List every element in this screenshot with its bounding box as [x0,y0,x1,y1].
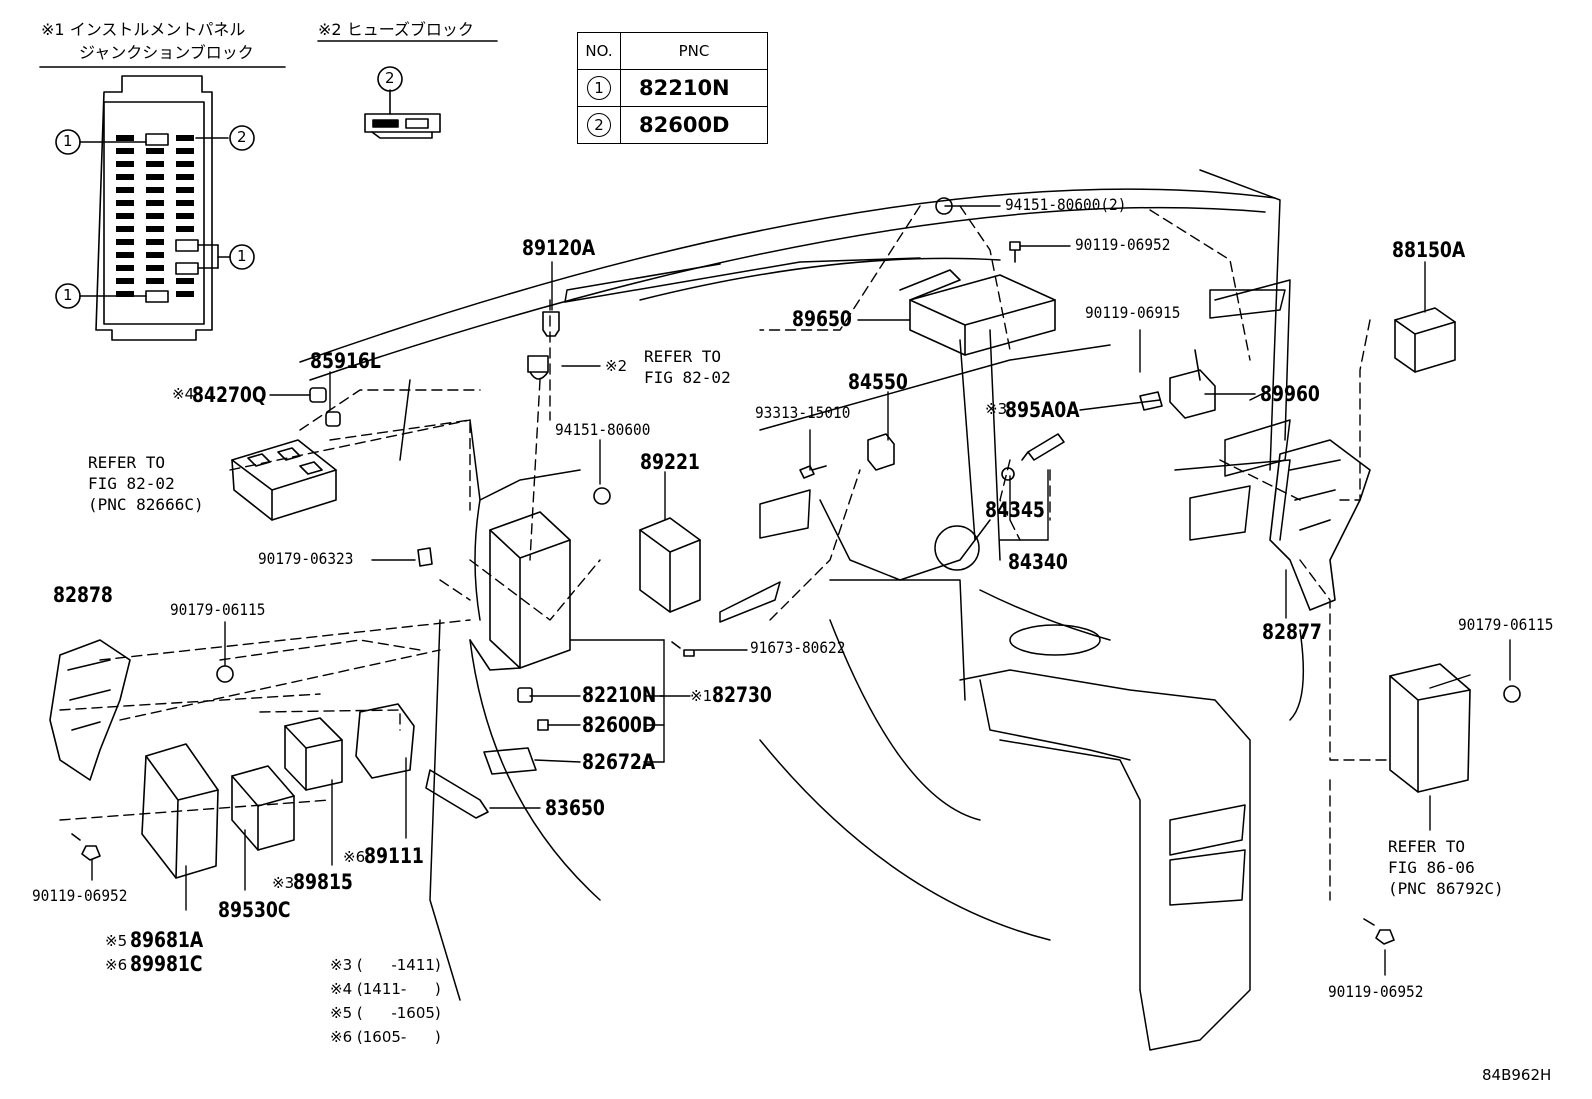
note-4: ※4 (1411- ) [330,980,441,998]
part-label-90119-06952-right: 90119-06952 [1328,982,1424,1001]
part-label-89815: 89815 [293,870,353,894]
note-6: ※6 (1605- ) [330,1028,441,1046]
dashboard-outline [299,169,1305,1051]
relay-block-icon [231,439,337,521]
fuse-block-title: ※2 ヒューズブロック [318,22,474,38]
part-label-85916L: 85916L [310,349,381,373]
part-label-84340: 84340 [1008,550,1068,574]
part-label-82878: 82878 [53,583,113,607]
part-label-82600D: 82600D [582,713,657,737]
part-label-88150A: 88150A [1392,238,1466,262]
mark-1: ※1 [41,20,65,39]
callout-number: 2 [385,69,395,87]
part-label-895A0A: 895A0A [1005,398,1080,422]
part-label-82730: 82730 [712,683,772,707]
part-label-90179-06323: 90179-06323 [258,549,354,568]
note-5: ※5 ( -1605) [330,1004,441,1022]
mark-1-ref: ※1 [690,687,713,705]
pnc-table-header-row: NO. PNC [577,32,768,70]
mark-4: ※4 [172,385,195,403]
mark-3b: ※3 [272,874,295,892]
part-label-84270Q: 84270Q [192,383,267,407]
table-row: 2 82600D [577,106,768,144]
part-label-94151-80600-2: 94151-80600(2) [1005,195,1127,214]
mark-2-ref: ※2 [605,357,628,375]
part-label-89120A: 89120A [522,236,596,260]
mark-3a: ※3 [985,400,1008,418]
part-label-89681A: 89681A [130,928,204,952]
part-label-84345: 84345 [985,498,1045,522]
part-label-82672A: 82672A [582,750,656,774]
bracket-82878-icon [49,639,131,781]
part-label-82210N: 82210N [582,683,657,707]
part-label-89650: 89650 [792,307,852,331]
fuse-block-title-text: ヒューズブロック [346,20,474,39]
figure-id: 84B962H [1482,1066,1552,1084]
pnc-table-header-no: NO. [577,32,621,70]
junction-block-fuses [116,135,194,297]
pnc-table: NO. PNC 1 82210N 2 82600D [577,32,768,144]
junction-block-title-line1: インストルメントパネル [69,20,246,39]
part-label-90119-06952-left: 90119-06952 [32,886,128,905]
fuse-block-shape [364,89,441,139]
component-shapes [49,197,1521,945]
reference-fig-86-06: REFER TO FIG 86-06 (PNC 86792C) [1388,837,1504,898]
bracket-82877-icon [1269,439,1371,611]
reference-fig-82-02: REFER TO FIG 82-02 [644,347,731,387]
note-3: ※3 ( -1411) [330,956,441,974]
module-86-06-icon [1389,663,1471,793]
callout-number: 1 [63,132,73,150]
pnc-table-header-pnc: PNC [620,32,768,70]
callout-circle [55,129,81,155]
part-label-89111: 89111 [364,844,424,868]
pnc-table-value: 82210N [620,69,768,107]
callout-circle [229,244,255,270]
callout-number: 2 [237,128,247,146]
junction-block-82730-icon [489,511,571,669]
module-89650-icon [909,274,1056,356]
part-label-83650: 83650 [545,796,605,820]
part-label-89960: 89960 [1260,382,1320,406]
callout-number: 1 [237,247,247,265]
part-label-89981C: 89981C [130,952,203,976]
callout-number: 1 [63,286,73,304]
module-88150A-icon [1394,307,1456,373]
part-label-89530C: 89530C [218,898,291,922]
mark-6a: ※6 [343,848,366,866]
part-label-90119-06952-top: 90119-06952 [1075,235,1171,254]
pnc-table-value: 82600D [620,106,768,144]
part-label-84550: 84550 [848,370,908,394]
junction-block-title: ※1 インストルメントパネル [41,22,245,38]
junction-block-title-line2: ジャンクションブロック [79,43,254,62]
part-label-90119-06915: 90119-06915 [1085,303,1181,322]
table-row: 1 82210N [577,69,768,107]
mark-6b: ※6 [105,956,128,974]
mark-5: ※5 [105,932,128,950]
callout-circle [229,125,255,151]
callout-circle [377,66,403,92]
part-label-91673-80622: 91673-80622 [750,638,846,657]
part-label-94151-80600: 94151-80600 [555,420,651,439]
junction-block-panel [79,75,231,341]
reference-fig-82-02-pnc-82666C: REFER TO FIG 82-02 (PNC 82666C) [88,453,204,514]
module-89681A-icon [141,743,219,879]
part-label-89221: 89221 [640,450,700,474]
part-label-90179-06115-right: 90179-06115 [1458,615,1554,634]
part-label-90179-06115-left: 90179-06115 [170,600,266,619]
pnc-table-no: 2 [587,113,611,137]
pnc-table-no: 1 [587,76,611,100]
part-label-82877: 82877 [1262,620,1322,644]
part-label-93313-15010: 93313-15010 [755,403,851,422]
callout-circle [55,283,81,309]
mark-2: ※2 [318,20,342,39]
ecu-89221-icon [639,517,701,613]
